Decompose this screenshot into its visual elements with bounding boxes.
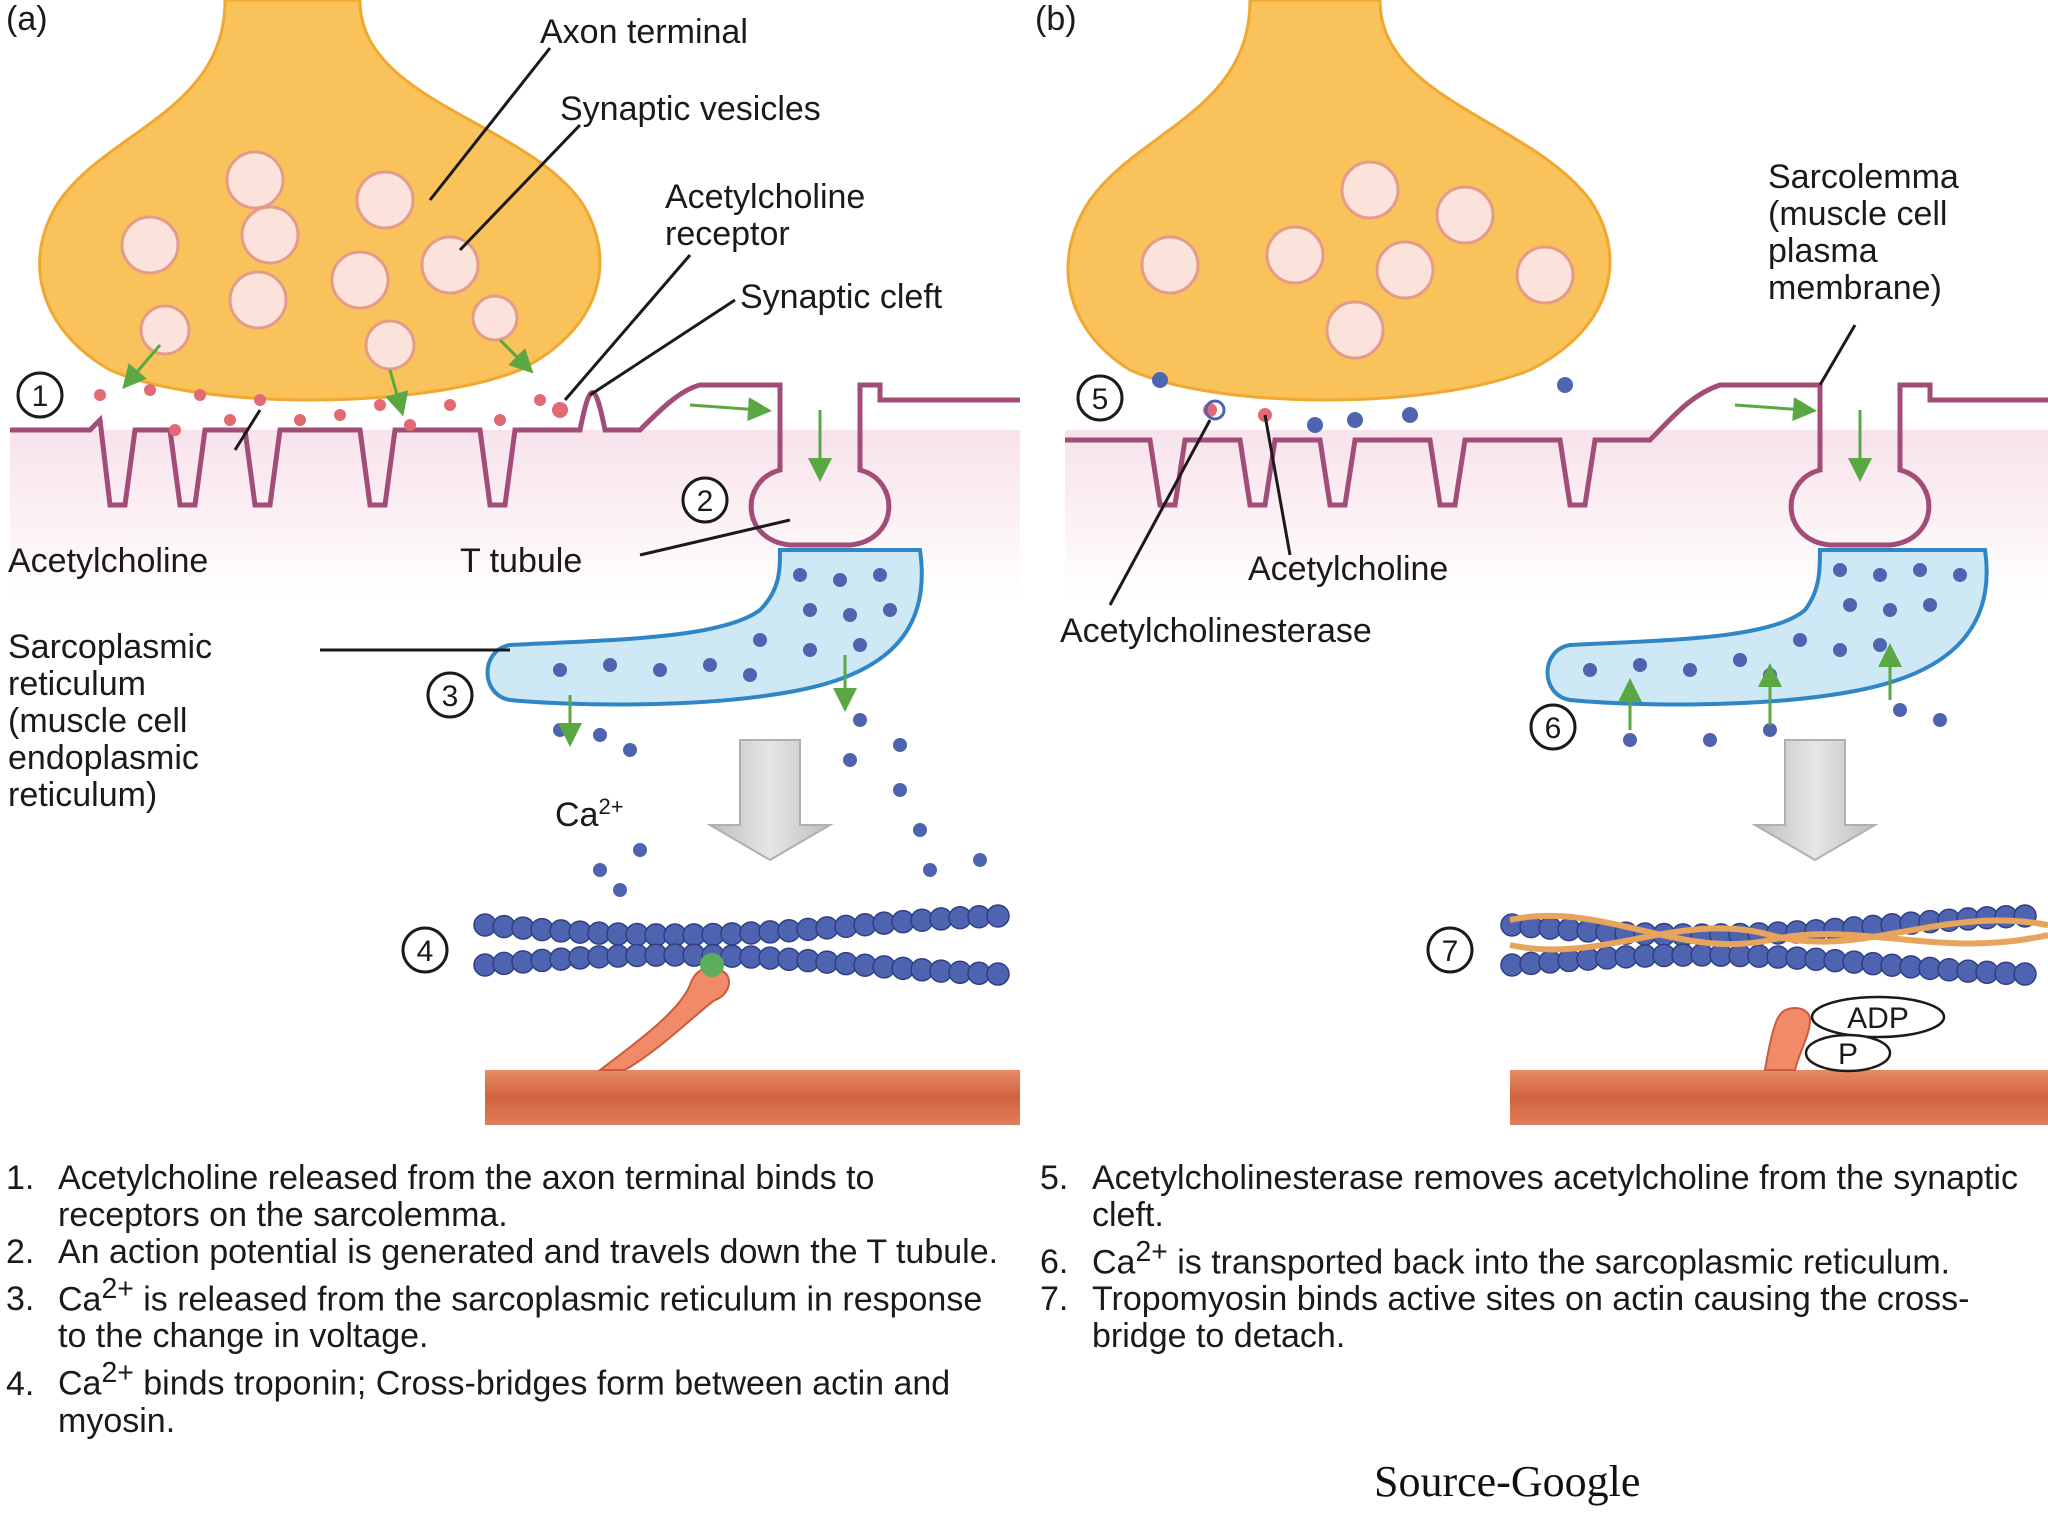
svg-text:7: 7 (1442, 935, 1459, 968)
label-sarcolemma-line4: membrane) (1768, 269, 1942, 307)
steps-list-a: 1.Acetylcholine released from the axon t… (6, 1160, 1016, 1440)
svg-text:1: 1 (32, 380, 49, 413)
label-t-tubule: T tubule (460, 542, 582, 580)
marker-6: 6 (1529, 703, 1577, 751)
synaptic-vesicles-b (1140, 160, 1575, 360)
label-synaptic-vesicles: Synaptic vesicles (560, 90, 821, 128)
actin-filament-a (473, 904, 1010, 986)
svg-text:3: 3 (442, 680, 459, 713)
step-3: 3.Ca2+ is released from the sarcoplasmic… (6, 1273, 983, 1356)
svg-text:4: 4 (417, 935, 434, 968)
myosin-filament-a (485, 1070, 1020, 1125)
ap-arrows-b (1734, 397, 1872, 482)
tropomyosin-b (1509, 913, 2048, 953)
marker-5: 5 (1076, 374, 1124, 422)
process-arrow-a (706, 739, 834, 862)
calcium-release-arrows-a (558, 655, 857, 747)
troponin-a (700, 953, 724, 977)
step-5: 5.Acetylcholinesterase removes acetylcho… (1040, 1159, 2018, 1234)
marker-7: 7 (1426, 926, 1474, 974)
panel-a: (a) (6, 0, 1020, 1125)
leader-lines-a (233, 47, 791, 652)
svg-text:ADP: ADP (1847, 1002, 1909, 1035)
sarcolemma-region-b (1065, 430, 2048, 600)
label-ach-receptor-line2: receptor (665, 215, 790, 253)
svg-text:P: P (1838, 1038, 1858, 1071)
label-sr-line4: endoplasmic (8, 739, 199, 777)
source-credit: Source-Google (1374, 1457, 1641, 1506)
sarcoplasmic-reticulum-b (1545, 548, 1989, 707)
step-1: 1.Acetylcholine released from the axon t… (6, 1159, 875, 1234)
calcium-uptake-arrows-b (1618, 643, 1902, 730)
actin-bead (2013, 962, 2037, 986)
svg-text:5: 5 (1092, 383, 1109, 416)
panel-a-tag: (a) (6, 0, 48, 38)
label-sr-line5: reticulum) (8, 776, 157, 814)
panel-b-tag: (b) (1035, 0, 1077, 38)
label-sr-line1: Sarcoplasmic (8, 628, 212, 666)
myosin-head-a (597, 967, 730, 1071)
steps-list-b: 5.Acetylcholinesterase removes acetylcho… (1040, 1160, 2040, 1355)
label-ach-receptor-line1: Acetylcholine (665, 178, 865, 216)
svg-text:2: 2 (697, 485, 714, 518)
axon-terminal-a (38, 0, 602, 402)
label-sr-line2: reticulum (8, 665, 146, 703)
step-6: 6.Ca2+ is transported back into the sarc… (1040, 1236, 1951, 1282)
label-sarcolemma-line3: plasma (1768, 232, 1878, 270)
sarcoplasmic-reticulum-a (485, 548, 924, 707)
step-4: 4.Ca2+ binds troponin; Cross-bridges for… (6, 1357, 951, 1440)
marker-2: 2 (681, 476, 729, 524)
phosphate-bubble: P (1804, 1033, 1892, 1073)
label-calcium: Ca2+ (555, 794, 624, 834)
acetylcholine-molecules-a (94, 384, 568, 436)
label-axon-terminal: Axon terminal (540, 13, 748, 51)
marker-3: 3 (426, 671, 474, 719)
myosin-head-b (1763, 1007, 1812, 1071)
step-2: 2.An action potential is generated and t… (6, 1233, 999, 1271)
release-arrows-a (122, 338, 832, 482)
sarcolemma-membrane-a (10, 382, 1020, 548)
label-acetylcholine-a: Acetylcholine (8, 542, 208, 580)
label-sr-line3: (muscle cell (8, 702, 187, 740)
label-sarcolemma-line1: Sarcolemma (1768, 158, 1959, 196)
label-synaptic-cleft: Synaptic cleft (740, 278, 943, 316)
actin-bead (986, 962, 1010, 986)
marker-1: 1 (16, 371, 64, 419)
process-arrow-b (1751, 739, 1879, 862)
acetylcholine-remnants-b (1152, 372, 1573, 433)
sarcolemma-membrane-b (1065, 382, 2048, 548)
label-acetylcholine-b: Acetylcholine (1248, 550, 1448, 588)
myosin-filament-b (1510, 1070, 2048, 1125)
leader-lines-b (1108, 324, 1857, 606)
step-7: 7.Tropomyosin binds active sites on acti… (1040, 1280, 1970, 1356)
svg-text:6: 6 (1545, 712, 1562, 745)
calcium-ions-a (553, 568, 987, 897)
synaptic-vesicles-a (120, 150, 519, 371)
label-sarcolemma-line2: (muscle cell (1768, 195, 1947, 233)
axon-terminal-b (1066, 0, 1612, 402)
adp-bubble: ADP (1810, 995, 1946, 1039)
marker-4: 4 (401, 926, 449, 974)
actin-bead (986, 904, 1010, 928)
panel-b: (b) (1035, 0, 2048, 1125)
label-acetylcholinesterase: Acetylcholinesterase (1060, 612, 1372, 650)
